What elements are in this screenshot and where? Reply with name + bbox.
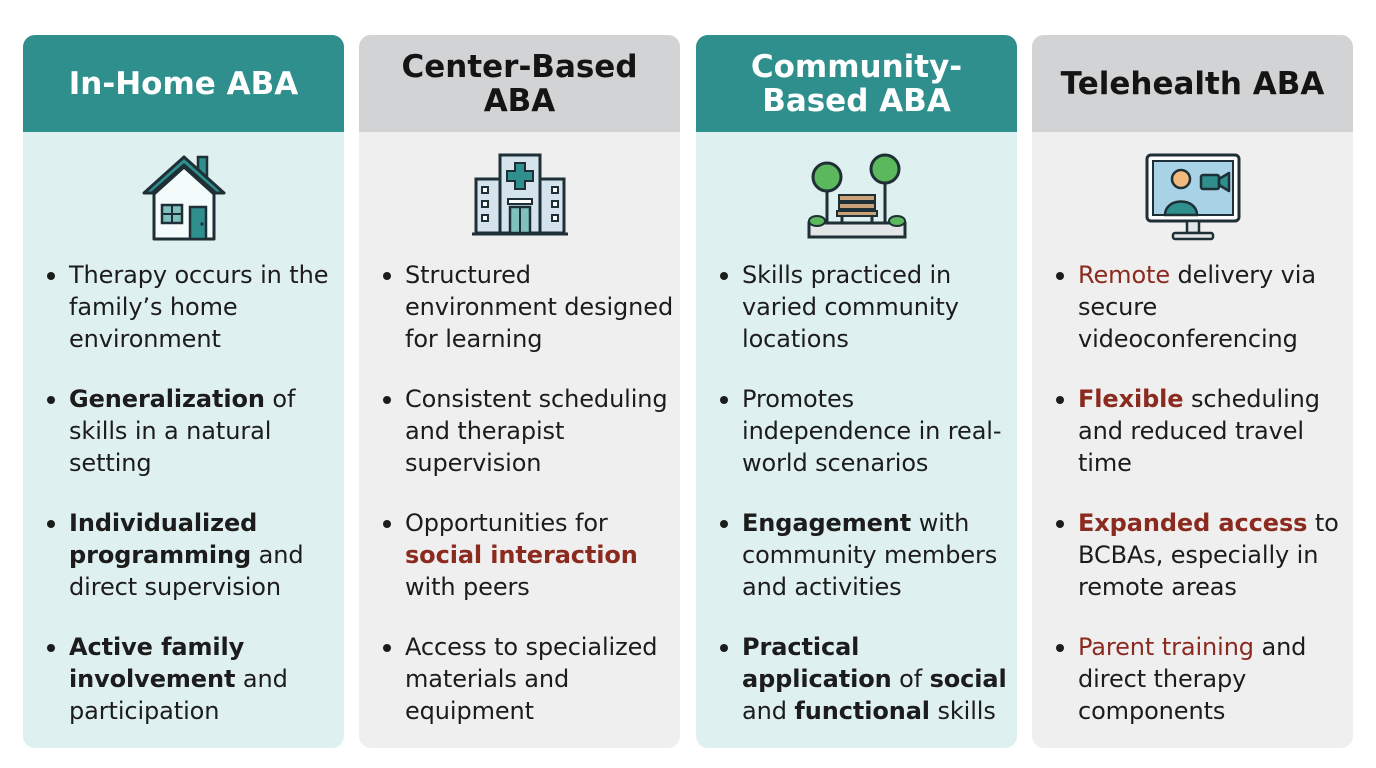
card-center-based-aba: Center-Based ABA Structured environment … <box>359 35 680 748</box>
bullet-list: Therapy occurs in the family’s home envi… <box>47 259 340 748</box>
card-in-home-aba: In-Home ABA Therapy occurs in the family… <box>23 35 344 748</box>
card-title: Center-Based ABA <box>359 35 680 132</box>
list-item: Structured environment designed for lear… <box>383 259 676 355</box>
card-telehealth-aba: Telehealth ABA Remote delivery via secur… <box>1032 35 1353 748</box>
list-item: Promotes independence in real-world scen… <box>720 383 1013 479</box>
bullet-list: Structured environment designed for lear… <box>383 259 676 748</box>
list-item: Access to specialized materials and equi… <box>383 631 676 727</box>
list-item: Therapy occurs in the family’s home envi… <box>47 259 340 355</box>
list-item: Consistent scheduling and therapist supe… <box>383 383 676 479</box>
card-title: Community-Based ABA <box>696 35 1017 132</box>
card-title: Telehealth ABA <box>1032 35 1353 132</box>
list-item: Opportunities for social interaction wit… <box>383 507 676 603</box>
list-item: Generalization of skills in a natural se… <box>47 383 340 479</box>
list-item: Skills practiced in varied community loc… <box>720 259 1013 355</box>
park-trees-bench-icon <box>696 149 1017 245</box>
bullet-list: Skills practiced in varied community loc… <box>720 259 1013 748</box>
list-item: Engagement with community members and ac… <box>720 507 1013 603</box>
hospital-building-icon <box>359 149 680 245</box>
card-title: In-Home ABA <box>23 35 344 132</box>
list-item: Expanded access to BCBAs, especially in … <box>1056 507 1349 603</box>
list-item: Individualized programming and direct su… <box>47 507 340 603</box>
video-call-monitor-icon <box>1032 149 1353 245</box>
list-item: Flexible scheduling and reduced travel t… <box>1056 383 1349 479</box>
house-icon <box>23 149 344 245</box>
list-item: Remote delivery via secure videoconferen… <box>1056 259 1349 355</box>
list-item: Active family involvement and participat… <box>47 631 340 727</box>
list-item: Practical application of social and func… <box>720 631 1013 727</box>
card-community-based-aba: Community-Based ABA Skills practiced in … <box>696 35 1017 748</box>
list-item: Parent training and direct therapy compo… <box>1056 631 1349 727</box>
bullet-list: Remote delivery via secure videoconferen… <box>1056 259 1349 748</box>
